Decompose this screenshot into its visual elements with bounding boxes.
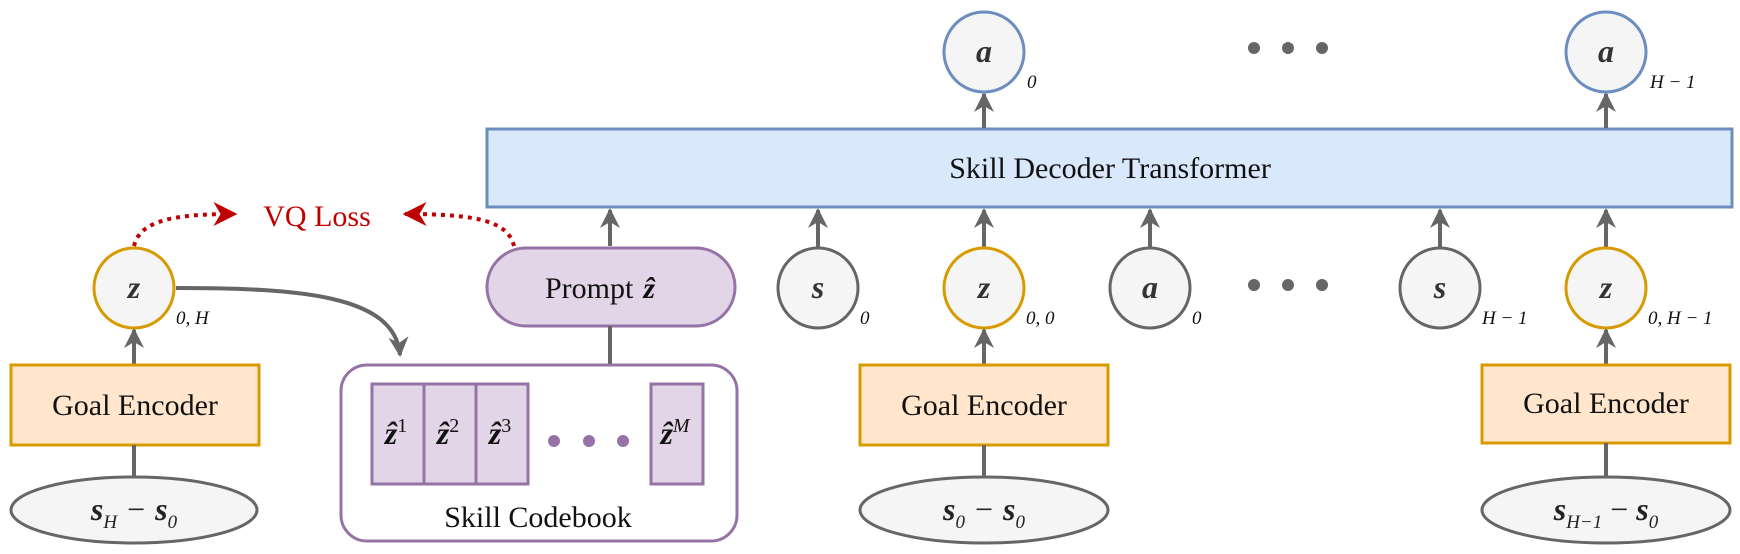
codebook-entry-1: ẑ1 — [370, 382, 426, 486]
sH-1-symbol: s — [1433, 269, 1446, 305]
state-difference-input — [1480, 475, 1732, 545]
svg-text:ẑ1: ẑ1 — [384, 415, 407, 451]
skill-decoder-transformer: Skill Decoder Transformer — [485, 127, 1734, 209]
a0-in-subscript: 0 — [1192, 308, 1202, 329]
goal-encoder-box — [858, 363, 1110, 447]
latent-z-symbol: z — [127, 269, 141, 305]
a0-subscript: 0 — [1027, 72, 1037, 93]
codebook-ellipsis — [548, 435, 629, 447]
state-difference-input — [9, 475, 259, 545]
svg-text:ẑM: ẑM — [659, 415, 690, 451]
vq-loss-arrow-right — [402, 202, 516, 247]
goal-encoder-branch-left: z 0, H Goal Encoder sH−s0 — [9, 246, 409, 545]
input-node-sH-1: s H − 1 — [1398, 208, 1528, 330]
goal-encoder-label: Goal Encoder — [52, 389, 218, 422]
codebook-label: Skill Codebook — [444, 501, 632, 534]
codebook-entry-3: ẑ3 — [474, 382, 530, 486]
goal-encoder-label: Goal Encoder — [901, 389, 1067, 422]
z00-subscript: 0, 0 — [1026, 308, 1055, 329]
goal-encoder-box — [9, 363, 261, 447]
svg-text:ẑ2: ẑ2 — [436, 415, 459, 451]
goal-encoder-branch-middle: Goal Encoder s0−s0 — [858, 328, 1110, 545]
s0-subscript: 0 — [860, 308, 870, 329]
latent-z-subscript: 0, H — [176, 308, 210, 329]
vq-loss-label: VQ Loss — [263, 200, 371, 233]
a0-symbol: a — [976, 33, 992, 69]
z00-symbol: z — [977, 269, 991, 305]
input-node-z0H-1: z 0, H − 1 — [1564, 208, 1713, 330]
state-difference-label: s0−s0 — [942, 491, 1025, 533]
state-difference-input — [858, 475, 1110, 545]
output-action-aH-1: a H − 1 — [1564, 10, 1696, 128]
input-node-z00: z 0, 0 — [942, 208, 1055, 330]
quantize-arrow — [175, 286, 409, 357]
z0H-1-subscript: 0, H − 1 — [1648, 308, 1713, 329]
sH-1-subscript: H − 1 — [1481, 308, 1528, 329]
vq-loss: VQ Loss — [132, 200, 516, 247]
svg-text:ẑ3: ẑ3 — [488, 415, 511, 451]
codebook-entry-M: ẑM — [649, 382, 705, 486]
goal-encoder-branch-right: Goal Encoder sH−1−s0 — [1480, 328, 1732, 545]
input-node-s0: s 0 — [776, 208, 870, 330]
aH-1-symbol: a — [1598, 33, 1614, 69]
output-action-a0: a 0 — [942, 10, 1037, 128]
skill-codebook: ẑ1 ẑ2 ẑ3 ẑM Skill Codebook — [339, 363, 739, 543]
sequence-ellipsis — [1248, 279, 1328, 291]
decoder-label: Skill Decoder Transformer — [949, 152, 1271, 185]
aH-1-subscript: H − 1 — [1649, 72, 1696, 93]
codebook-entry-2: ẑ2 — [422, 382, 478, 486]
a0-in-symbol: a — [1142, 269, 1158, 305]
output-ellipsis — [1248, 42, 1328, 54]
vq-loss-arrow-left — [132, 202, 238, 247]
input-node-a0: a 0 — [1108, 208, 1202, 330]
state-difference-label: sH−1−s0 — [1553, 491, 1659, 533]
s0-symbol: s — [811, 269, 824, 305]
state-difference-label: sH−s0 — [90, 491, 178, 533]
z0H-1-symbol: z — [1599, 269, 1613, 305]
goal-encoder-label: Goal Encoder — [1523, 387, 1689, 420]
